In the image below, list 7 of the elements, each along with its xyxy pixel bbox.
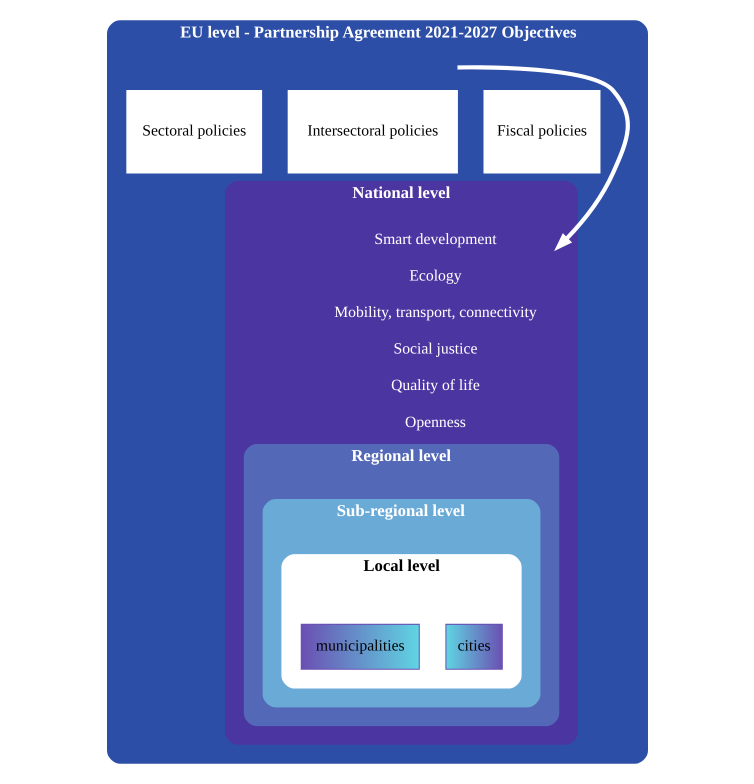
arrow (456, 65, 630, 252)
node-box: cities (444, 624, 502, 670)
node-box: municipalities (300, 624, 420, 670)
node-box: Sectoral policies (126, 90, 262, 174)
node-box: Fiscal policies (483, 90, 600, 174)
node-box: Intersectoral policies (287, 90, 458, 174)
node-text: Smart development Ecology Mobility, transport, connectivity Social justice Quality of life Openness (334, 230, 536, 431)
